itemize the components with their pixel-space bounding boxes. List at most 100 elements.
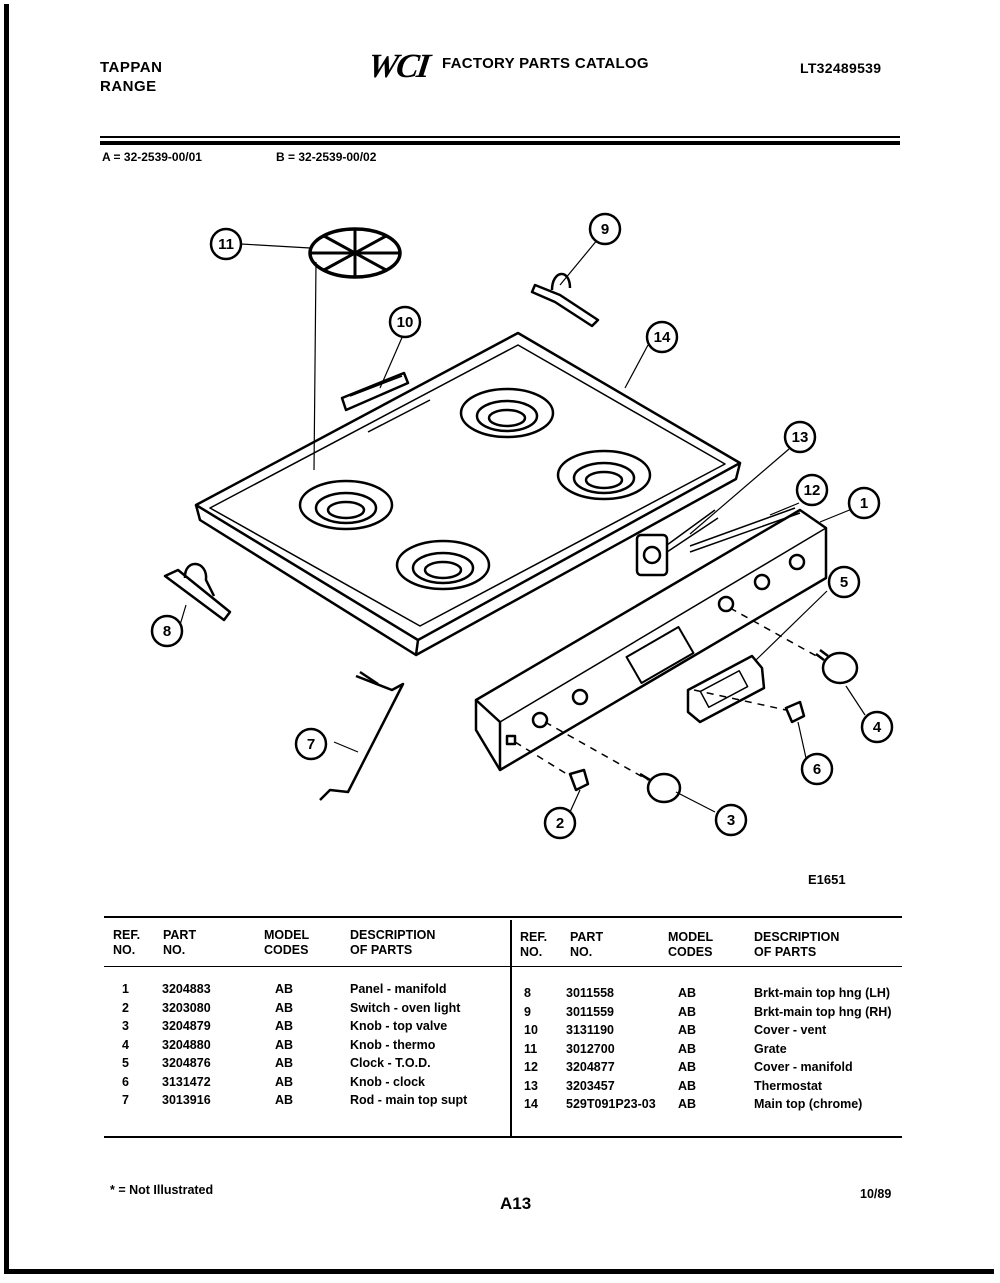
- table-cell: Cover - manifold: [754, 1060, 853, 1074]
- catalog-title: FACTORY PARTS CATALOG: [442, 55, 649, 72]
- figure-id: E1651: [808, 872, 846, 887]
- header-rule-thick: [100, 141, 900, 145]
- part-column: 3204883 3203080 3204879 3204880 3204876 …: [162, 980, 211, 1110]
- table-cell: 3204883: [162, 982, 211, 996]
- oven-light-switch-part: [568, 768, 590, 792]
- table-cell: 14: [524, 1097, 538, 1111]
- callout-label: 6: [813, 761, 821, 778]
- thermostat-part: [635, 509, 719, 577]
- header-rule-thin: [100, 136, 900, 138]
- callout-10: 10: [388, 305, 422, 339]
- table-cell: 3204879: [162, 1019, 211, 1033]
- table-cell: 3011558: [566, 986, 614, 1000]
- callout-5: 5: [827, 565, 861, 599]
- callout-9: 9: [588, 212, 622, 246]
- table-cell: 529T091P23-03: [566, 1097, 656, 1111]
- part-column: 3011558 3011559 3131190 3012700 3204877 …: [566, 984, 656, 1114]
- callout-label: 9: [601, 221, 609, 238]
- manifold-cover-part: [689, 507, 801, 553]
- callout-14: 14: [645, 320, 679, 354]
- table-cell: 13: [524, 1078, 538, 1093]
- table-cell: AB: [275, 1037, 294, 1052]
- page-number: A13: [500, 1194, 532, 1213]
- callout-3: 3: [714, 803, 748, 837]
- callout-13: 13: [783, 420, 817, 454]
- main-top-part: [194, 331, 742, 657]
- table-cell: Knob - top valve: [350, 1019, 448, 1033]
- callout-6: 6: [800, 752, 834, 786]
- codes-column: AB AB AB AB AB AB AB: [678, 984, 696, 1114]
- desc-column: Panel - manifold Switch - oven light Kno…: [350, 980, 467, 1110]
- table-cell: Brkt-main top hng (LH): [754, 986, 891, 1000]
- table-cell: AB: [678, 1078, 697, 1093]
- callout-1: 1: [847, 486, 881, 520]
- table-cell: AB: [678, 1097, 697, 1111]
- table-cell: 6: [122, 1074, 129, 1089]
- callout-4: 4: [860, 710, 894, 744]
- table-cell: 10: [524, 1023, 538, 1037]
- not-illustrated-note: * = Not Illustrated: [110, 1183, 214, 1197]
- callout-label: 10: [397, 314, 414, 331]
- model-code: LT32489539: [800, 60, 882, 76]
- brand-name: TAPPAN: [100, 59, 163, 76]
- support-rod-part: [319, 670, 405, 801]
- table-cell: Thermostat: [754, 1078, 823, 1093]
- callout-label: 2: [556, 815, 564, 832]
- table-cell: AB: [678, 986, 697, 1000]
- table-cell: 11: [524, 1041, 538, 1056]
- manifold-panel-part: [474, 508, 828, 772]
- table-cell: Rod - main top supt: [350, 1093, 468, 1107]
- table-cell: AB: [275, 1000, 294, 1015]
- table-cell: 3012700: [566, 1041, 615, 1056]
- table-cell: Clock - T.O.D.: [350, 1056, 431, 1070]
- table-cell: 3: [122, 1019, 129, 1033]
- table-cell: AB: [275, 1074, 294, 1089]
- table-cell: AB: [275, 1093, 294, 1107]
- table-cell: AB: [678, 1041, 697, 1056]
- callout-label: 1: [860, 495, 868, 512]
- callout-label: 12: [804, 482, 821, 499]
- callout-12: 12: [795, 473, 829, 507]
- callout-label: 7: [307, 736, 315, 753]
- table-bottom-rule: [104, 1136, 902, 1138]
- model-a: A = 32-2539-00/01: [102, 150, 202, 164]
- table-cell: 3011559: [566, 1004, 614, 1019]
- table-cell: 3131190: [566, 1023, 614, 1037]
- product-type: RANGE: [100, 78, 157, 95]
- clock-knob-part: [784, 700, 806, 724]
- clock-part: [686, 654, 766, 724]
- callout-label: 4: [873, 719, 882, 736]
- table-cell: 3131472: [162, 1074, 211, 1089]
- ref-column: 8 9 10 11 12 13 14: [524, 984, 538, 1114]
- catalog-date: 10/89: [860, 1187, 892, 1201]
- model-b: B = 32-2539-00/02: [276, 150, 377, 164]
- table-cell: AB: [678, 1060, 697, 1074]
- table-cell: AB: [275, 1056, 294, 1070]
- callout-8: 8: [150, 614, 184, 648]
- table-cell: 2: [122, 1000, 129, 1015]
- thermo-knob-part: [815, 649, 859, 685]
- table-cell: 3013916: [162, 1093, 211, 1107]
- hinge-rh-part: [530, 272, 600, 328]
- table-header-rule: [104, 966, 902, 967]
- page-frame: [4, 4, 994, 1274]
- table-cell: Knob - thermo: [350, 1037, 436, 1052]
- table-cell: 4: [122, 1037, 129, 1052]
- table-cell: AB: [275, 982, 294, 996]
- table-cell: 1: [122, 982, 129, 996]
- table-top-rule: [104, 916, 902, 918]
- callout-11: 11: [209, 227, 243, 261]
- table-cell: 3204880: [162, 1037, 211, 1052]
- grate-part: [308, 227, 402, 471]
- table-cell: Panel - manifold: [350, 982, 447, 996]
- table-cell: Switch - oven light: [350, 1000, 461, 1015]
- table-cell: 5: [122, 1056, 129, 1070]
- table-cell: 7: [122, 1093, 129, 1107]
- table-cell: AB: [678, 1023, 697, 1037]
- callout-2: 2: [543, 806, 577, 840]
